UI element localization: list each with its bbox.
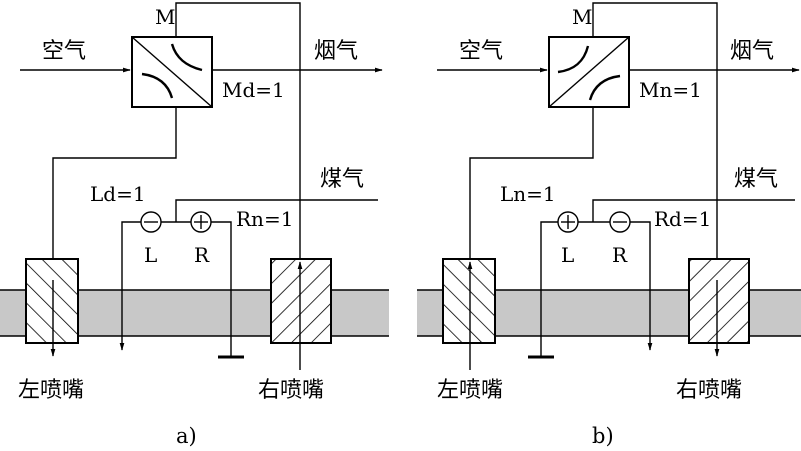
pipe-m-to-right-nozzle xyxy=(175,2,301,259)
gas-label: 煤气 xyxy=(320,167,364,192)
valve-m-curve-upper xyxy=(170,43,203,72)
valve-r-label: R xyxy=(194,243,210,267)
flue-label: 烟气 xyxy=(314,39,358,64)
air-label: 空气 xyxy=(459,39,503,64)
left-nozzle-label: 左喷嘴 xyxy=(18,378,84,403)
pipe-m-to-left-nozzle xyxy=(52,107,177,259)
flue-label: 烟气 xyxy=(730,39,774,64)
valve-m-label: M xyxy=(572,5,592,29)
gas-branch-left xyxy=(119,221,141,351)
panel-a-caption: a) xyxy=(176,424,197,448)
valve-m-curve-lower xyxy=(588,74,621,101)
right-valve-state: Rd=1 xyxy=(654,207,711,231)
right-nozzle-label: 右喷嘴 xyxy=(258,378,324,403)
left-nozzle-label: 左喷嘴 xyxy=(437,378,503,403)
gas-branch-right xyxy=(630,221,653,351)
valve-r-label: R xyxy=(612,243,628,267)
valve-m-curve-lower xyxy=(141,72,174,99)
gas-branch-right xyxy=(211,221,232,356)
valve-l-label: L xyxy=(144,243,157,267)
right-nozzle-hatch xyxy=(271,259,331,343)
left-nozzle-hatch xyxy=(26,259,78,343)
left-nozzle-hatch xyxy=(443,259,495,343)
valve-m-label: M xyxy=(155,5,175,29)
valve-m-state: Md=1 xyxy=(222,78,285,102)
right-valve-state: Rn=1 xyxy=(236,207,293,231)
valve-m-curve-upper xyxy=(557,45,590,74)
gas-supply-line xyxy=(592,199,795,222)
left-valve-state: Ld=1 xyxy=(90,182,146,206)
left-valve-state: Ln=1 xyxy=(500,182,556,206)
air-label: 空气 xyxy=(42,39,86,64)
right-nozzle-label: 右喷嘴 xyxy=(676,378,742,403)
pipe-m-to-right-nozzle xyxy=(592,2,718,259)
panel-a: M 空气 烟气 Md=1 煤气 Ld=1 Rn=1 L R 左喷嘴 右喷嘴 a) xyxy=(0,2,389,448)
panel-b-caption: b) xyxy=(592,424,614,448)
gas-label: 煤气 xyxy=(734,167,778,192)
panel-b: M 空气 烟气 Mn=1 煤气 Ln=1 Rd=1 L R 左喷嘴 右喷嘴 b) xyxy=(417,2,801,448)
valve-m-diagonal xyxy=(131,36,213,108)
gas-supply-line xyxy=(175,199,378,222)
valve-m-diagonal xyxy=(548,36,630,108)
pipe-m-to-left-nozzle xyxy=(469,107,594,259)
valve-m-state: Mn=1 xyxy=(639,78,702,102)
gas-branch-left xyxy=(540,221,558,356)
right-nozzle-hatch xyxy=(689,259,749,343)
valve-l-label: L xyxy=(561,243,574,267)
